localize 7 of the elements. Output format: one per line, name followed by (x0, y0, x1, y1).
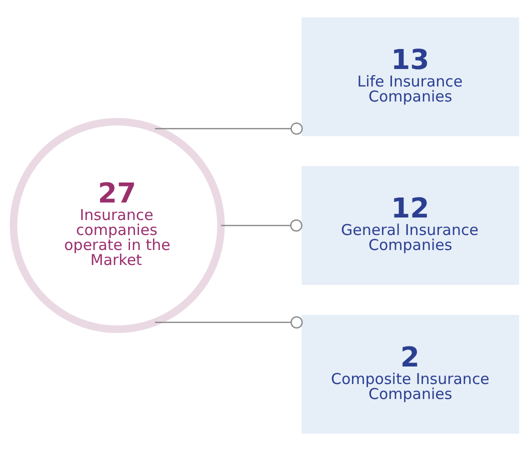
node-box: 2 Composite Insurance Companies (302, 314, 520, 434)
connector (221, 219, 302, 232)
node-circle: 27 Insurance companies operate in the Market (10, 118, 225, 333)
connector (154, 122, 303, 135)
node-box: 13 Life Insurance Companies (302, 17, 520, 136)
connector (154, 316, 303, 328)
node-box: 12 General Insurance Companies (302, 166, 520, 285)
